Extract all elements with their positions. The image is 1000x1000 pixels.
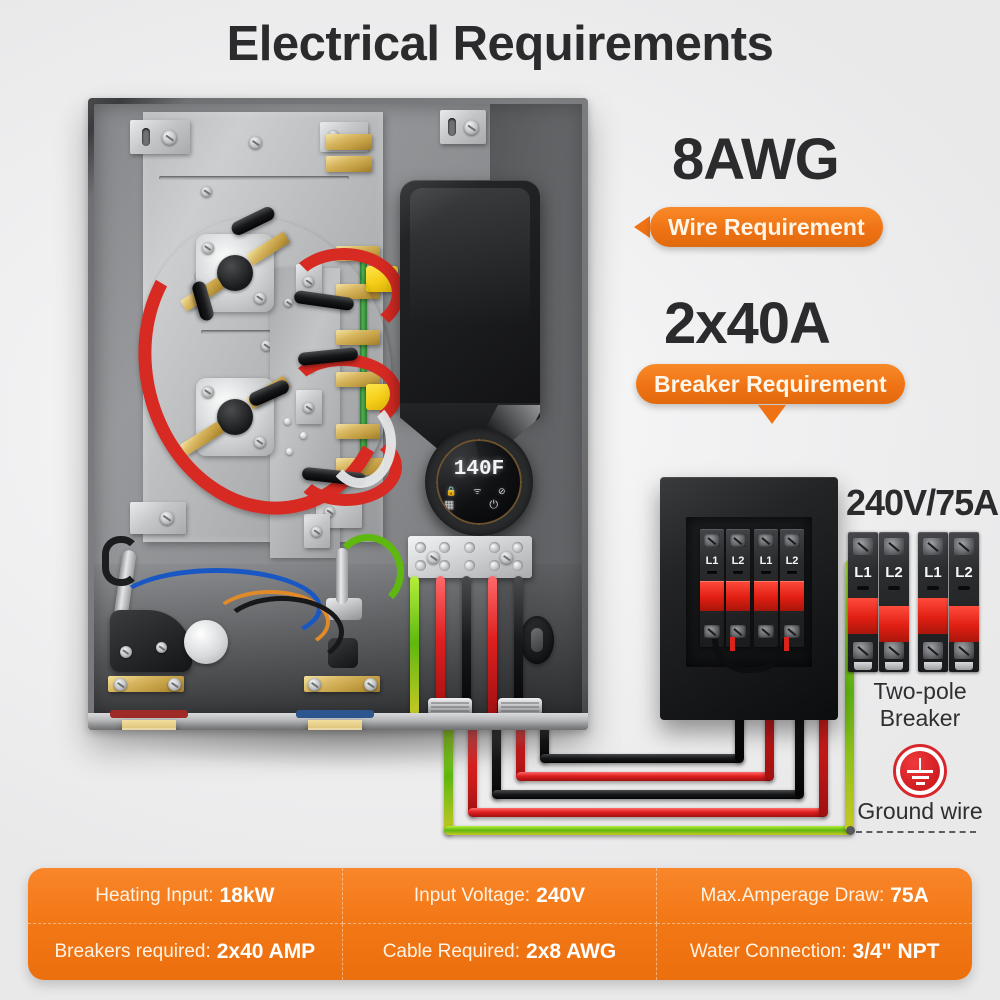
terminal-clip-3	[304, 514, 330, 548]
tankless-water-heater: 140F 🔒 ᯤ ⊘ ▦ ⏻	[88, 98, 588, 730]
internal-red-drop-2	[488, 576, 497, 716]
line-wire-red-1-horizontal	[468, 808, 828, 817]
breaker-panel-window: L1 L2 L1 L2	[686, 517, 812, 673]
panel-breaker-pole-4[interactable]: L2	[780, 529, 804, 647]
internal-black-drop-2	[514, 576, 523, 716]
wire-requirement-label: Wire Requirement	[668, 213, 865, 240]
temperature-readout: 140F	[453, 458, 505, 481]
spec-label: Heating Input:	[95, 884, 214, 906]
cable-gland-left	[428, 698, 472, 716]
hot-port-ring	[110, 710, 188, 718]
spec-label: Water Connection:	[689, 941, 847, 962]
internal-black-drop-1	[462, 576, 471, 716]
main-terminal-block	[408, 536, 532, 578]
spec-value: 2x8 AWG	[526, 940, 617, 963]
left-arrow-icon	[634, 216, 650, 238]
wire-requirement-value: 8AWG	[672, 127, 840, 192]
line-wire-red-2-vertical	[516, 724, 525, 780]
breaker-requirement-label: Breaker Requirement	[654, 370, 887, 397]
brass-mount-cold	[304, 676, 380, 692]
ground-wire-vertical-left	[444, 724, 453, 834]
spec-value: 2x40 AMP	[216, 940, 316, 963]
panel-breaker-pole-2[interactable]: L2	[726, 529, 750, 647]
hot-water-port	[122, 720, 176, 730]
spec-value: 75A	[890, 883, 929, 907]
breaker-caption-line1: Two-pole	[873, 678, 967, 704]
internal-red-drop-1	[436, 576, 445, 716]
spec-cell-cable-required: Cable Required:2x8 AWG	[343, 924, 658, 980]
dial-status-icons-row2: ▦ ⏻	[443, 499, 515, 511]
two-pole-breaker-caption: Two-pole Breaker	[840, 678, 1000, 732]
cold-port-ring	[296, 710, 374, 718]
ground-wire-label: Ground wire	[857, 798, 983, 824]
spec-value: 240V	[536, 883, 586, 907]
brass-terminal-1	[326, 134, 372, 150]
spec-label: Breakers required:	[54, 941, 211, 962]
control-module-housing	[400, 180, 540, 410]
dial-glass: 140F 🔒 ᯤ ⊘ ▦ ⏻	[438, 441, 520, 523]
cable-gland-right	[498, 698, 542, 716]
panel-breaker-pole-3[interactable]: L1	[754, 529, 778, 647]
sensor-wire-black	[220, 596, 344, 668]
breaker-jumper-loop	[712, 639, 788, 673]
ribbon-cable-white	[324, 398, 396, 488]
breaker-requirement-value: 2x40A	[664, 291, 831, 356]
detail-breaker-pole-3[interactable]: L1	[918, 532, 948, 672]
jumper-red-2	[784, 637, 789, 651]
pipe-bend-black	[102, 536, 140, 586]
ground-wire-internal	[332, 534, 404, 610]
specification-bar: Heating Input:18kW Input Voltage:240V Ma…	[28, 868, 972, 980]
heater-drop-shadow	[92, 724, 602, 770]
neutral-wire-black-1-horizontal	[492, 790, 804, 799]
ground-leader-dot	[846, 826, 855, 835]
dial-status-icons-row1: 🔒 ᯤ ⊘	[445, 486, 513, 496]
internal-ground-drop	[410, 576, 419, 716]
ground-leader-line	[856, 831, 976, 833]
neutral-wire-black-1-vertical	[492, 724, 501, 798]
brass-mount-hot	[108, 676, 184, 692]
detail-breaker-pole-4[interactable]: L2	[949, 532, 979, 672]
spec-value: 18kW	[219, 883, 275, 907]
breaker-panel-enclosure: L1 L2 L1 L2	[660, 477, 838, 720]
mounting-bracket-top-right	[440, 110, 486, 144]
spec-cell-max-amperage: Max.Amperage Draw:75A	[657, 868, 972, 924]
spec-cell-water-connection: Water Connection:3/4" NPT	[657, 924, 972, 980]
spec-cell-input-voltage: Input Voltage:240V	[342, 868, 658, 924]
detail-breaker-pole-2[interactable]: L2	[879, 532, 909, 672]
neutral-wire-black-2-vertical	[540, 724, 549, 762]
access-port-cover	[520, 616, 554, 664]
down-arrow-icon	[758, 405, 786, 424]
panel-breaker-pole-1[interactable]: L1	[700, 529, 724, 647]
brass-terminal-2	[326, 156, 372, 172]
jumper-red-1	[730, 637, 735, 651]
breaker-requirement-pill[interactable]: Breaker Requirement	[636, 364, 905, 404]
spec-value: 3/4" NPT	[852, 940, 940, 963]
mounting-bracket-top-left	[130, 120, 190, 154]
breaker-caption-line2: Breaker	[879, 705, 961, 732]
spec-label: Max.Amperage Draw:	[700, 884, 885, 906]
spec-cell-breakers-required: Breakers required:2x40 AMP	[28, 924, 343, 980]
detail-breaker-pole-1[interactable]: L1	[848, 532, 878, 672]
line-wire-red-2-horizontal	[516, 772, 774, 781]
mounting-bracket-bottom-left	[130, 502, 186, 534]
breaker-rating-value: 240V/75A	[846, 482, 999, 523]
ground-symbol-icon	[893, 744, 947, 798]
line-wire-red-1-vertical	[468, 724, 477, 816]
cold-water-port	[308, 720, 362, 730]
wire-requirement-pill[interactable]: Wire Requirement	[650, 207, 883, 247]
temperature-dial[interactable]: 140F 🔒 ᯤ ⊘ ▦ ⏻	[425, 428, 533, 536]
page-title: Electrical Requirements	[226, 17, 774, 71]
ground-wire-horizontal	[444, 826, 854, 835]
spec-label: Cable Required:	[382, 941, 521, 962]
neutral-wire-black-2-horizontal	[540, 754, 744, 763]
ground-wire-vertical-right	[845, 560, 854, 832]
spec-label: Input Voltage:	[413, 884, 531, 906]
spec-cell-heating-input: Heating Input:18kW	[28, 868, 343, 924]
